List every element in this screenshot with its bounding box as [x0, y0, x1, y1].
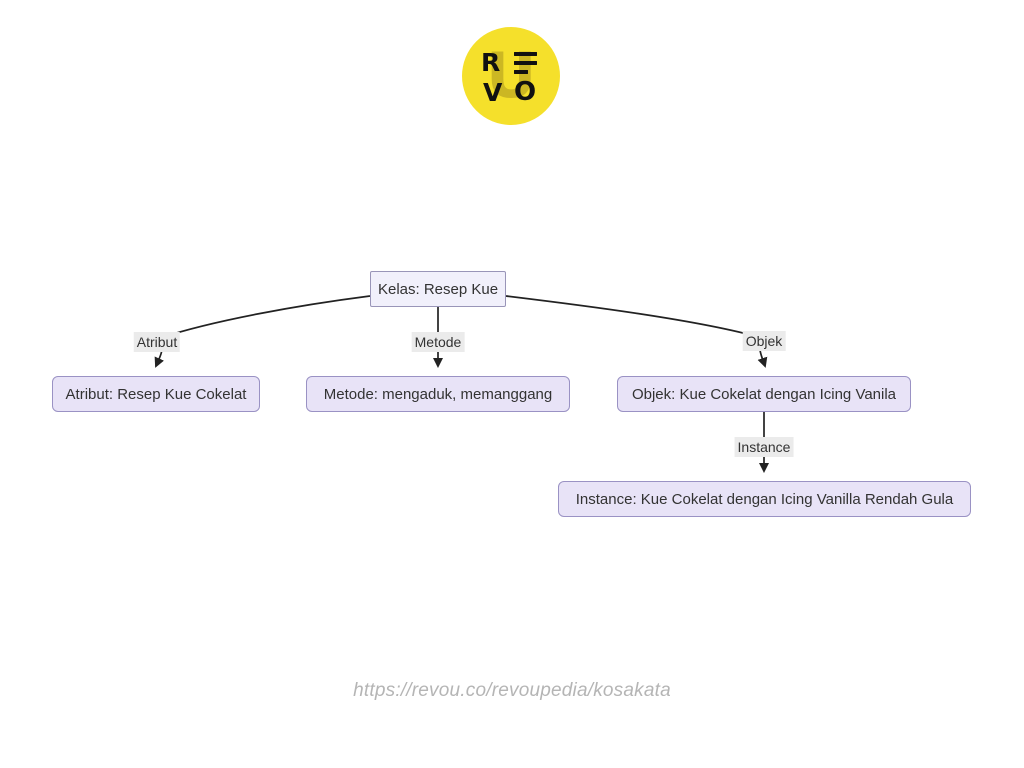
node-instance-label: Instance: Kue Cokelat dengan Icing Vanil… [575, 490, 954, 508]
footer-url[interactable]: https://revou.co/revoupedia/kosakata [353, 680, 671, 701]
node-metode[interactable]: Metode: mengaduk, memanggang [306, 376, 570, 412]
edge-label-atribut: Atribut [133, 332, 181, 352]
node-instance[interactable]: Instance: Kue Cokelat dengan Icing Vanil… [558, 481, 971, 517]
logo-letter-e-bars [514, 52, 537, 74]
revou-logo: U R V O [462, 27, 560, 125]
edge-label-metode: Metode [411, 332, 465, 352]
edge-label-objek: Objek [742, 331, 786, 351]
edge-kelas-atribut [159, 295, 371, 339]
node-kelas-label: Kelas: Resep Kue [377, 280, 499, 298]
node-atribut-label: Atribut: Resep Kue Cokelat [65, 385, 247, 403]
logo-letter-o: O [514, 77, 537, 107]
node-objek-label: Objek: Kue Cokelat dengan Icing Vanila [631, 385, 897, 403]
node-kelas[interactable]: Kelas: Resep Kue [370, 271, 506, 307]
node-metode-label: Metode: mengaduk, memanggang [323, 385, 553, 403]
logo-circle [462, 27, 560, 125]
edge-label-instance: Instance [734, 437, 794, 457]
logo-letter-r: R [481, 48, 501, 77]
node-atribut[interactable]: Atribut: Resep Kue Cokelat [52, 376, 260, 412]
logo-letter-v: V [483, 78, 503, 107]
edge-kelas-objek [505, 295, 763, 339]
node-objek[interactable]: Objek: Kue Cokelat dengan Icing Vanila [617, 376, 911, 412]
